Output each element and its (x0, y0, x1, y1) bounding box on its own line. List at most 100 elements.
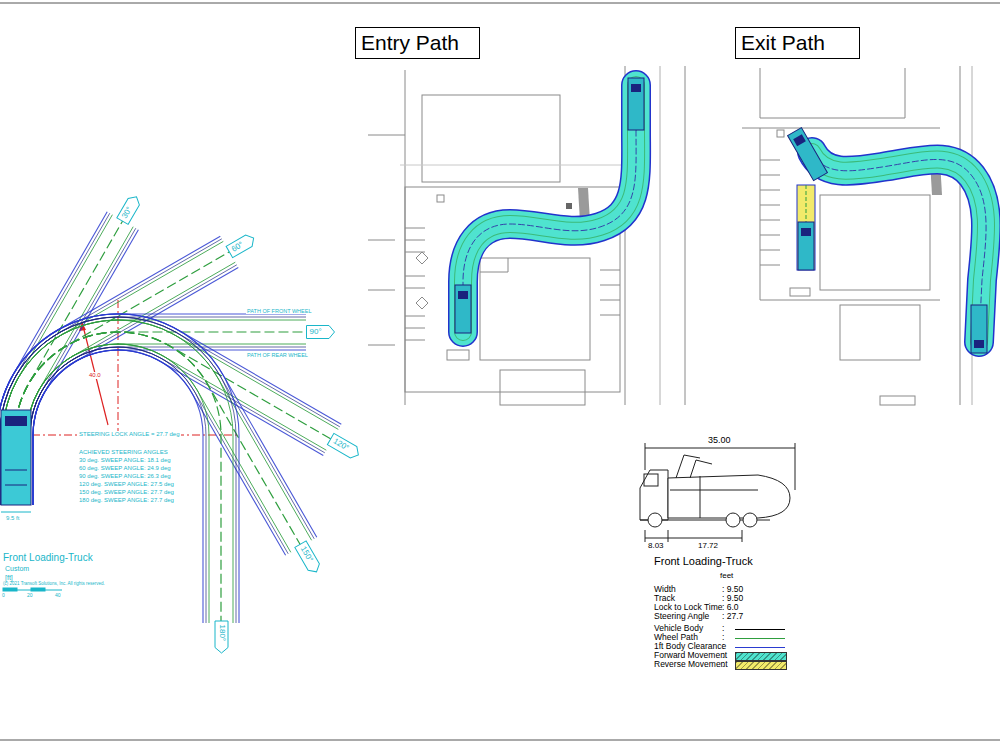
drawing-part (508, 258, 509, 272)
angle-arrow-tag: 90° (306, 325, 335, 339)
drawing-part (668, 475, 790, 518)
legend-text: Forward Movement (654, 651, 727, 660)
swept-path-line (3, 241, 223, 505)
dimension-label: 17.72 (698, 542, 718, 551)
swept-path-line (33, 350, 286, 555)
width-dimension: 9.5 ft (6, 515, 19, 522)
swept-path-line (33, 230, 138, 505)
drawing-part (742, 530, 743, 542)
spec-name: Track (654, 594, 675, 603)
swept-path-line (27, 344, 306, 505)
drawing-part (645, 530, 646, 542)
drawing-part (480, 272, 508, 273)
swept-path-line (33, 350, 306, 505)
drawing-part (463, 85, 636, 332)
vehicle-axle (5, 485, 27, 486)
drawing-part (645, 443, 646, 470)
legend-text: Vehicle Body (654, 624, 703, 633)
drawing-part (640, 470, 668, 520)
drawing-part (463, 85, 636, 332)
swept-path-line (0, 317, 340, 505)
drawing-part (405, 252, 425, 253)
drawing-part (798, 222, 814, 270)
drawing-part (974, 340, 984, 348)
drawing-part (463, 85, 636, 332)
drawing-part (801, 228, 811, 236)
drawing-part (760, 190, 780, 191)
legend-colon: : (722, 633, 724, 642)
drawing-part (644, 474, 658, 486)
arrow-tag-shape (327, 433, 361, 460)
drawing-part (960, 66, 961, 405)
angle-label: 60° (229, 231, 258, 256)
center-path-line (15, 332, 301, 546)
vehicle-cab (5, 416, 27, 426)
turning-template (0, 212, 341, 623)
swept-path-line (33, 267, 238, 505)
spec-value: : 9.50 (722, 594, 743, 603)
drawing-part (788, 128, 828, 181)
drawing-part (437, 195, 444, 202)
drawing-part (368, 345, 395, 346)
drawing-part (405, 328, 425, 329)
swept-path-line (33, 350, 323, 505)
spec-value: : 6.0 (722, 603, 739, 612)
drawing-part (777, 130, 784, 137)
scale-number: 0 (2, 593, 5, 599)
drawing-part (3, 588, 17, 591)
drawing-part (645, 448, 795, 449)
drawing-part (405, 316, 425, 317)
arrow-tag-shape (117, 193, 142, 224)
drawing-part (760, 235, 780, 236)
legend-line-sample (735, 629, 785, 630)
note-text: 150 deg. SWEEP ANGLE: 27.7 deg (78, 489, 175, 496)
path-label: PATH OF FRONT WHEEL (246, 308, 312, 314)
drawing-part (400, 165, 625, 166)
note-text: 60 deg. SWEEP ANGLE: 24.9 deg (78, 465, 172, 472)
unit-label: [ft] (5, 574, 13, 582)
legend-line-sample (735, 638, 785, 639)
title-box: Exit Path (735, 27, 860, 59)
drawing-part (797, 185, 815, 270)
vehicle-body (1, 410, 31, 505)
center-path-line (15, 332, 306, 435)
drawing-part (463, 85, 636, 332)
note-text: 30 deg. SWEEP ANGLE: 18.1 deg (78, 457, 172, 464)
drawing-part (700, 476, 701, 518)
legend-text: Wheel Path (654, 633, 698, 642)
note-text: ACHIEVED STEERING ANGLES (78, 449, 169, 456)
drawing-part (812, 152, 986, 342)
center-path-line (15, 332, 221, 623)
swept-path-line (3, 320, 338, 505)
drawing-part (676, 455, 700, 478)
drawing-part (455, 285, 471, 333)
angle-label: 30° (118, 193, 143, 222)
drawing-part (368, 135, 405, 136)
drawing-part (760, 265, 780, 266)
dimension-label: 35.00 (706, 436, 733, 446)
note-text: 120 deg. SWEEP ANGLE: 27.5 deg (78, 481, 175, 488)
arrow-tag-shape (295, 541, 322, 575)
drawing-part (463, 85, 636, 332)
angle-label: 90° (310, 325, 335, 339)
swept-path-line (3, 320, 233, 623)
drawing-part (742, 128, 940, 129)
drawing-part (447, 350, 469, 360)
swept-path-line (0, 317, 314, 539)
drawing-part (31, 588, 45, 591)
drawing-part (500, 370, 585, 405)
vehicle-name: Front Loading-Truck (3, 552, 93, 563)
swept-path-line (27, 262, 235, 505)
angle-label: 180° (214, 625, 228, 654)
note-text: 180 deg. SWEEP ANGLE: 27.7 deg (78, 497, 175, 504)
arrow-tag-shape (215, 621, 228, 653)
drawing-part (0, 740, 1000, 741)
angle-arrow-tag: 180° (214, 621, 228, 654)
drawing-part (685, 66, 686, 405)
drawing-part (690, 460, 712, 478)
angle-label: 150° (296, 544, 323, 576)
angle-arrow-tag: 120° (327, 432, 363, 461)
drawing-part (820, 195, 930, 290)
